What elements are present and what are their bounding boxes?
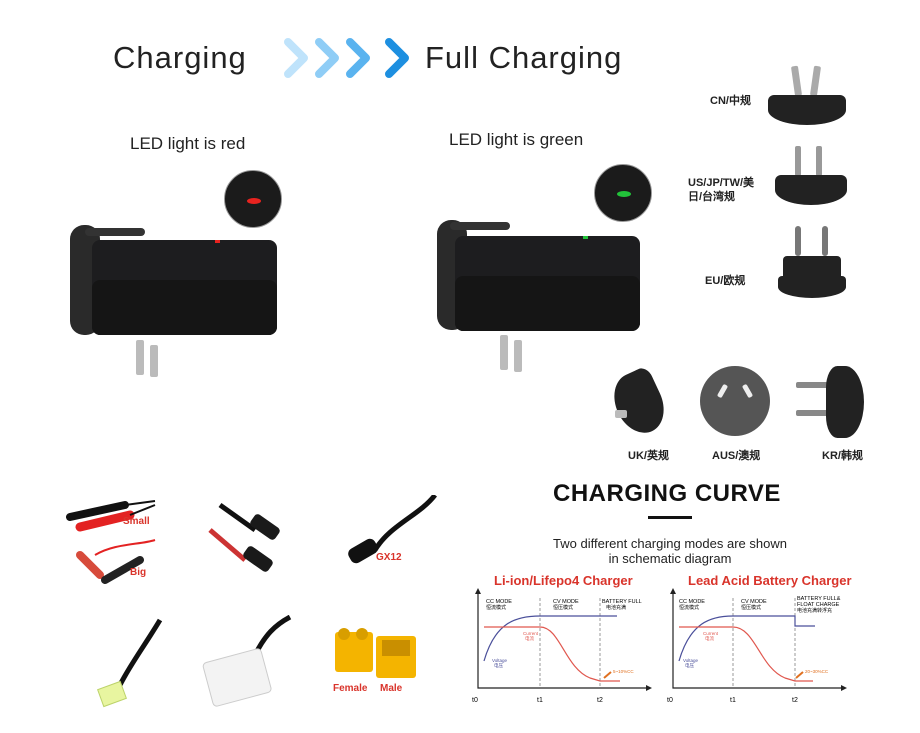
charging-curve-diagrams: CC MODE 恒流模式 CV MODE 恒压模式 BATTERY FULL 电… [472, 588, 847, 704]
voltage-curve [678, 615, 815, 662]
connector-gx12: GX12 [340, 493, 440, 595]
led-green-caption: LED light is green [449, 130, 584, 149]
svg-text:Current: Current [523, 631, 539, 636]
chart-title-lead-acid: Lead Acid Battery Charger [688, 573, 852, 588]
svg-text:t0: t0 [472, 697, 478, 704]
label-small: Small [123, 516, 150, 527]
svg-text:电流: 电流 [705, 635, 714, 642]
subtitle-line-2: in schematic diagram [608, 551, 732, 566]
svg-text:电流: 电流 [525, 635, 534, 642]
curve-subtitle: Two different charging modes are shown i… [520, 536, 820, 566]
led-red-caption: LED light is red [130, 134, 246, 153]
svg-text:t2: t2 [597, 697, 603, 704]
cc-mode: CC MODE [486, 599, 512, 605]
title-underline [648, 516, 692, 519]
chart-title-liion: Li-ion/Lifepo4 Charger [494, 573, 633, 588]
svg-text:CC MODE: CC MODE [679, 599, 705, 605]
axes [477, 590, 648, 689]
svg-text:Voltage: Voltage [492, 658, 508, 663]
svg-text:电压: 电压 [494, 662, 503, 669]
connector-sae [205, 500, 335, 600]
plug-label-aus: AUS/澳规 [712, 450, 761, 462]
current-curve [484, 626, 620, 682]
svg-text:Voltage: Voltage [683, 658, 699, 663]
current-curve [679, 626, 813, 682]
svg-text:CV MODE: CV MODE [553, 599, 579, 605]
plug-label-us: US/JP/TW/美日/台湾规 [688, 177, 755, 203]
curve-diagram-liion: CC MODE 恒流模式 CV MODE 恒压模式 BATTERY FULL 电… [472, 588, 652, 704]
label-female: Female [333, 683, 368, 694]
plug-label-eu: EU/欧规 [705, 275, 746, 287]
curve-diagram-lead-acid: CC MODE 恒流模式 CV MODE 恒压模式 BATTERY FULL& … [667, 588, 847, 704]
plug-label-uk: UK/英规 [628, 450, 669, 462]
svg-text:t1: t1 [730, 697, 736, 704]
svg-text:BATTERY FULL&: BATTERY FULL& [797, 596, 841, 602]
svg-text:CV MODE: CV MODE [741, 599, 767, 605]
charging-curve-title: CHARGING CURVE [553, 480, 781, 507]
svg-text:恒压模式: 恒压模式 [553, 604, 573, 611]
svg-text:20~30%CC: 20~30%CC [805, 669, 829, 674]
svg-text:恒流模式: 恒流模式 [486, 604, 506, 611]
connector-xt60: Female Male [330, 620, 435, 720]
svg-text:5~10%CC: 5~10%CC [613, 669, 634, 674]
svg-text:t0: t0 [667, 697, 673, 704]
subtitle-line-1: Two different charging modes are shown [553, 536, 787, 551]
label-gx12: GX12 [376, 552, 402, 563]
svg-text:t2: t2 [792, 697, 798, 704]
svg-text:BATTERY FULL: BATTERY FULL [602, 599, 642, 605]
svg-text:恒压模式: 恒压模式 [741, 604, 761, 611]
connector-mini-tamiya [45, 615, 175, 715]
svg-text:FLOAT CHARGE: FLOAT CHARGE [797, 602, 840, 608]
plug-label-kr: KR/韩规 [822, 450, 863, 462]
full-charging-label: Full Charging [425, 40, 623, 75]
connector-tamiya [195, 614, 325, 715]
led-indicator-green [583, 236, 588, 239]
svg-text:电池充满转浮充: 电池充满转浮充 [797, 607, 832, 614]
charging-label: Charging [113, 40, 247, 75]
svg-text:电池充满: 电池充满 [606, 604, 626, 611]
label-male: Male [380, 683, 403, 694]
connector-alligator-clips: Small Big [45, 495, 175, 595]
svg-text:Current: Current [703, 631, 719, 636]
svg-text:电压: 电压 [685, 662, 694, 669]
plug-label-cn: CN/中规 [710, 95, 751, 107]
voltage-curve [483, 615, 617, 662]
led-indicator-red [215, 240, 220, 243]
label-big: Big [130, 567, 147, 578]
svg-text:恒流模式: 恒流模式 [679, 604, 699, 611]
svg-text:t1: t1 [537, 697, 543, 704]
